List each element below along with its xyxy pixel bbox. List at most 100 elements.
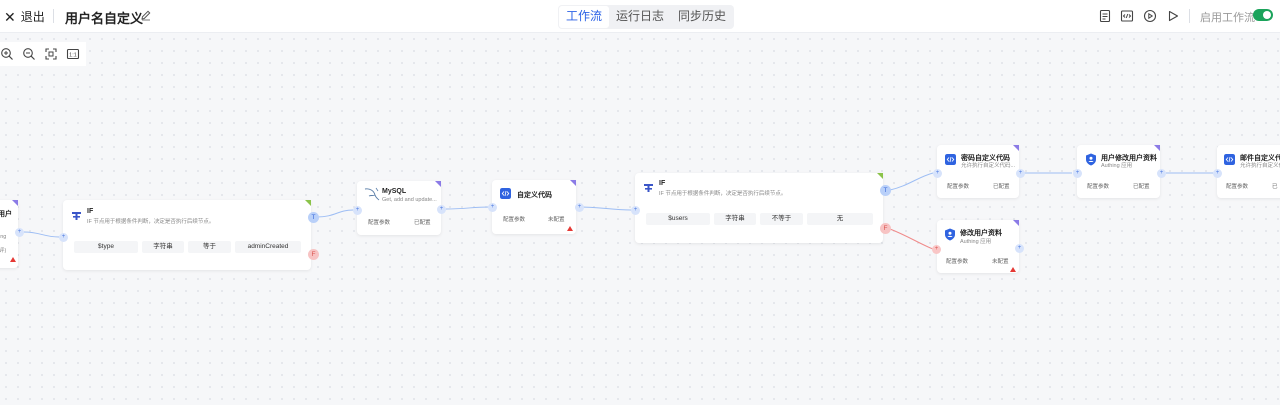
output-port[interactable]: + [575,203,584,212]
enable-workflow-toggle[interactable] [1253,9,1273,21]
mysql-node[interactable]: MySQL Get, add and update... 配置参数 已配置 [357,181,441,235]
node-title: IF [659,180,666,187]
false-branch-port[interactable]: F [308,249,319,260]
divider [1189,9,1190,23]
partial-user-node[interactable]: 用户 ing 评) [0,200,18,268]
true-branch-port[interactable]: T [308,212,319,223]
zoom-in-icon[interactable] [0,47,14,61]
if-node[interactable]: IF IF 节点用于根据条件判断，决定是否执行后续节点。 $type 字符串 等… [63,200,311,270]
node-title: 自定义代码 [517,192,552,199]
node-title: 邮件自定义代码 [1240,155,1280,162]
output-port[interactable]: + [1157,169,1166,178]
node-title: 用户 [0,211,12,218]
mail-code-node[interactable]: 邮件自定义代码 允许执行自定义代码 配置参数 已 [1217,145,1280,198]
true-branch-port[interactable]: T [880,185,891,196]
condition-type[interactable]: 字符串 [142,241,184,253]
node-description: 允许执行自定义代码... [961,163,1016,169]
node-description: Authing 应用 [1101,163,1133,169]
warning-icon [10,257,16,262]
edit-icon[interactable] [140,9,152,21]
output-port[interactable]: + [15,228,24,237]
zoom-out-icon[interactable] [22,47,36,61]
node-title: 修改用户资料 [960,230,1002,237]
edge-true [889,172,934,191]
node-title: 用户修改用户资料 [1101,155,1157,162]
output-port[interactable]: + [437,205,446,214]
input-port[interactable]: + [933,169,942,178]
node-description: IF 节点用于根据条件判断，决定是否执行后续节点。 [87,219,215,225]
custom-code-node[interactable]: 自定义代码 配置参数 未配置 [492,180,576,234]
enable-workflow-label: 启用工作流 [1200,12,1255,24]
output-port[interactable]: + [1016,169,1025,178]
input-port[interactable]: + [1213,169,1222,178]
run-icon[interactable] [1166,9,1180,23]
config-status: 未配置 [548,217,565,223]
mysql-dolphin-icon [364,187,380,201]
condition-value[interactable]: 无 [807,213,873,225]
edge [578,206,632,211]
divider [53,9,54,23]
input-port[interactable]: + [631,206,640,215]
code-icon[interactable] [1120,9,1134,23]
condition-type[interactable]: 字符串 [714,213,756,225]
config-params-label: 配置参数 [1087,184,1110,190]
fit-view-icon[interactable] [44,47,58,61]
shield-icon [1086,153,1096,166]
input-port[interactable]: + [59,233,68,242]
input-port[interactable]: + [488,203,497,212]
edge [316,209,354,218]
input-port[interactable]: + [1073,169,1082,178]
condition-field[interactable]: $users [646,213,710,225]
node-description: IF 节点用于根据条件判断，决定是否执行后续节点。 [659,191,787,197]
config-status: 未配置 [992,259,1009,265]
password-code-node[interactable]: 密码自定义代码 允许执行自定义代码... 配置参数 已配置 [937,145,1019,198]
output-port[interactable]: + [1015,244,1024,253]
config-params-label: 配置参数 [503,217,526,223]
config-status: 已配置 [993,184,1010,190]
node-description: 允许执行自定义代码 [1240,163,1280,169]
svg-text:1:1: 1:1 [69,53,77,59]
tab-run-logs[interactable]: 运行日志 [616,9,665,23]
play-circle-icon[interactable] [1143,9,1157,23]
node-title: 密码自定义代码 [961,155,1010,162]
edge-false [889,228,934,250]
warning-icon [1010,267,1016,272]
document-icon[interactable] [1098,9,1112,23]
user-modify-profile-node[interactable]: 用户修改用户资料 Authing 应用 配置参数 已配置 [1077,145,1160,198]
config-params-label: 配置参数 [1226,184,1249,190]
branch-icon [644,184,653,192]
node-corner-marker [435,181,441,187]
node-fragment: ing [0,234,7,240]
node-corner-marker [305,200,311,206]
condition-value[interactable]: adminCreated [235,241,301,253]
node-corner-marker [877,173,883,179]
node-corner-marker [1013,145,1019,151]
zoom-toolbar: 1:1 [0,42,86,66]
if-node[interactable]: IF IF 节点用于根据条件判断，决定是否执行后续节点。 $users 字符串 … [635,173,883,243]
config-params-label: 配置参数 [368,220,391,226]
node-corner-marker [1013,220,1019,226]
config-status: 已 [1272,184,1278,190]
false-branch-port[interactable]: F [880,223,891,234]
tab-sync-history[interactable]: 同步历史 [678,9,727,23]
input-port[interactable]: + [932,245,941,254]
condition-operator[interactable]: 不等于 [760,213,803,225]
node-corner-marker [1154,145,1160,151]
exit-label: 退出 [20,10,45,24]
branch-icon [72,212,81,220]
config-status: 已配置 [414,220,431,226]
exit-button[interactable]: ✕ 退出 [4,8,45,25]
modify-user-profile-node[interactable]: 修改用户资料 Authing 应用 配置参数 未配置 [937,220,1019,273]
node-fragment: 评) [0,248,7,254]
config-params-label: 配置参数 [946,259,969,265]
node-corner-marker [12,200,18,206]
actual-size-icon[interactable]: 1:1 [66,47,80,61]
condition-operator[interactable]: 等于 [188,241,231,253]
condition-field[interactable]: $type [74,241,138,253]
shield-icon [945,228,955,241]
warning-icon [567,226,573,231]
input-port[interactable]: + [353,206,362,215]
tab-workflow[interactable]: 工作流 [559,6,610,28]
code-node-icon [945,154,956,165]
